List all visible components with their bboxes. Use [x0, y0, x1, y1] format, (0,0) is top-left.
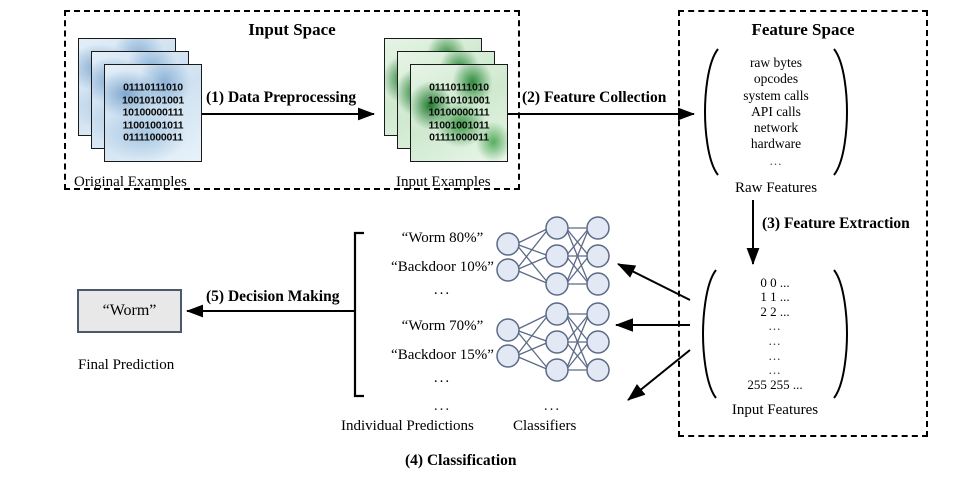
input-features-matrix: 0 0 ... 1 1 ... 2 2 ... ... ... ... ... … [718, 268, 832, 400]
raw-features-list: raw bytes opcodes system calls API calls… [720, 47, 832, 177]
raw-features-group: raw bytes opcodes system calls API calls… [702, 47, 850, 177]
prediction-item: “Worm 70%” [401, 318, 484, 334]
raw-feature-item: network [753, 120, 799, 136]
raw-feature-item: opcodes [753, 71, 799, 87]
classifiers-label: Classifiers [513, 418, 577, 434]
final-prediction-value: “Worm” [102, 302, 157, 319]
original-examples-label: Original Examples [74, 174, 187, 190]
prediction-ellipsis: ... [433, 282, 452, 298]
input-features-left-paren [700, 268, 718, 400]
original-examples-stack[interactable]: 01110111010 10010101001 10100000111 1100… [78, 38, 202, 164]
feature-space-container [678, 10, 928, 437]
step-2-label: (2) Feature Collection [522, 89, 667, 106]
individual-predictions-group-2: “Worm 70%” “Backdoor 15%” ... [375, 318, 510, 387]
raw-features-label: Raw Features [734, 180, 818, 196]
raw-feature-item: hardware [750, 136, 802, 152]
raw-features-right-paren [832, 47, 850, 177]
raw-feature-item: API calls [751, 103, 801, 119]
input-features-right-paren [832, 268, 850, 400]
step-4-label: (4) Classification [405, 452, 517, 469]
matrix-row: 255 255 ... [747, 376, 803, 392]
raw-feature-item: system calls [743, 87, 809, 103]
individual-predictions-group-1: “Worm 80%” “Backdoor 10%” ... [375, 230, 510, 299]
matrix-row: ... [768, 347, 782, 363]
input-features-group: 0 0 ... 1 1 ... 2 2 ... ... ... ... ... … [700, 268, 850, 400]
classifier-network-2 [496, 302, 610, 382]
input-space-container [64, 10, 520, 190]
prediction-item: “Worm 80%” [401, 230, 484, 246]
classifier-network-1 [496, 216, 610, 296]
classifiers-trailing-ellipsis: ... [543, 398, 562, 414]
input-features-label: Input Features [731, 402, 819, 418]
matrix-row: 0 0 ... [760, 274, 790, 290]
matrix-row: ... [768, 318, 782, 334]
predictions-bracket [353, 231, 364, 398]
input-examples-label: Input Examples [396, 174, 491, 190]
prediction-item: “Backdoor 15%” [391, 347, 494, 363]
original-example-card-front: 01110111010 10010101001 10100000111 1100… [104, 64, 202, 162]
prediction-ellipsis: ... [433, 370, 452, 386]
matrix-row: ... [768, 333, 782, 348]
step-5-label: (5) Decision Making [206, 288, 340, 305]
final-prediction-label: Final Prediction [78, 357, 175, 373]
raw-features-left-paren [702, 47, 720, 177]
prediction-item: “Backdoor 10%” [391, 259, 494, 275]
raw-feature-item: ... [769, 152, 783, 168]
matrix-row: 2 2 ... [760, 303, 790, 319]
matrix-row: ... [768, 362, 782, 378]
predictions-trailing-ellipsis: ... [433, 398, 452, 414]
step-3-label: (3) Feature Extraction [762, 215, 910, 232]
individual-predictions-label: Individual Predictions [341, 418, 474, 434]
original-example-bits: 01110111010 10010101001 10100000111 1100… [121, 81, 185, 144]
final-prediction-box[interactable]: “Worm” [77, 289, 182, 333]
step-1-label: (1) Data Preprocessing [206, 89, 357, 106]
matrix-row: 1 1 ... [760, 289, 790, 305]
raw-feature-item: raw bytes [749, 54, 803, 70]
input-example-card-front: 01110111010 10010101001 10100000111 1100… [410, 64, 508, 162]
input-space-title: Input Space [248, 20, 336, 39]
input-example-bits: 01110111010 10010101001 10100000111 1100… [427, 81, 491, 144]
input-examples-stack[interactable]: 01110111010 10010101001 10100000111 1100… [384, 38, 508, 164]
feature-space-title: Feature Space [751, 20, 855, 39]
